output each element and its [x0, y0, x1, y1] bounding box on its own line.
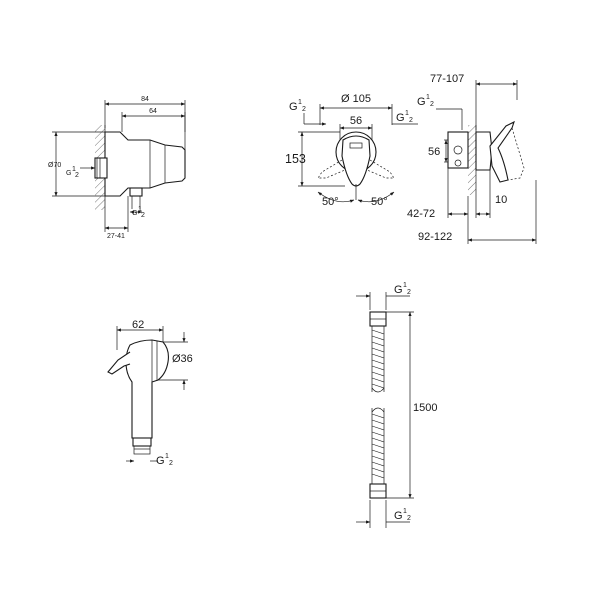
dim-label-56-inlets: 56 [350, 115, 362, 127]
wall-outlet-view: 84 64 Ø70 G 1 2 G 1 2 [48, 96, 186, 240]
svg-text:2: 2 [409, 117, 413, 124]
svg-text:G: G [132, 210, 137, 217]
side-wall-hatch [468, 125, 476, 195]
side-lever-alt-position [507, 127, 525, 181]
wall-outlet-body [104, 131, 186, 197]
dim-label-92-122: 92-122 [418, 231, 452, 243]
hose-thread-bottom: G 1 2 [394, 508, 411, 522]
angle-arc-left [317, 191, 355, 203]
svg-text:G: G [394, 510, 403, 522]
lever-swing-left [317, 159, 346, 179]
svg-text:1: 1 [403, 508, 407, 515]
svg-text:1: 1 [426, 94, 430, 101]
svg-text:G: G [289, 101, 298, 113]
dim-label-64: 64 [149, 108, 157, 115]
hand-shower-thread [133, 445, 151, 455]
svg-text:G: G [156, 455, 165, 467]
svg-text:2: 2 [430, 101, 434, 108]
mixer-side-view: 77-107 G 1 2 56 42-72 10 [407, 73, 537, 244]
svg-text:G: G [394, 284, 403, 296]
hand-shower-view: 62 Ø36 G 1 2 [107, 319, 193, 467]
svg-text:G: G [396, 112, 405, 124]
hand-shower-thread-label: G 1 2 [156, 453, 173, 467]
mixer-side-thread-top: G 1 2 [417, 94, 434, 108]
angle-arc-right [357, 191, 395, 203]
concealed-body-port-lower [454, 159, 462, 167]
dim-label-diameter-36: Ø36 [172, 353, 193, 365]
mixer-front-thread-right: G 1 2 [396, 110, 413, 124]
concealed-body [447, 131, 469, 169]
lever-swing-right [366, 159, 395, 179]
svg-text:1: 1 [138, 206, 142, 213]
svg-text:G: G [417, 96, 426, 108]
wall-outlet-thread-left: G 1 2 [66, 166, 79, 179]
svg-text:1: 1 [403, 282, 407, 289]
svg-text:2: 2 [407, 289, 411, 296]
dim-label-27-41: 27-41 [107, 233, 125, 240]
concealed-body-port-upper [453, 145, 463, 155]
dim-label-diameter-70: Ø70 [48, 162, 61, 169]
side-lever [489, 120, 515, 183]
svg-text:1: 1 [72, 166, 76, 173]
angle-label-left: 50° [322, 196, 339, 208]
dim-label-42-72: 42-72 [407, 208, 435, 220]
mixer-logo-plate [349, 142, 363, 149]
svg-text:2: 2 [75, 172, 79, 179]
svg-text:2: 2 [407, 515, 411, 522]
mixer-lever [341, 135, 371, 187]
svg-text:2: 2 [141, 212, 145, 219]
hand-shower-connector [132, 437, 152, 447]
dim-label-84: 84 [141, 96, 149, 103]
svg-text:1: 1 [405, 110, 409, 117]
hose-upper-section [371, 326, 385, 393]
dim-label-1500: 1500 [413, 402, 437, 414]
wall-outlet-bottom-connection [129, 187, 143, 197]
svg-text:1: 1 [165, 453, 169, 460]
hose-lower-section [371, 407, 385, 484]
hand-shower-trigger [107, 351, 131, 375]
hand-shower-body [125, 339, 169, 439]
mixer-front-thread-left: G 1 2 [289, 99, 306, 113]
svg-text:2: 2 [302, 106, 306, 113]
dim-label-153: 153 [285, 152, 306, 166]
dim-label-10: 10 [495, 194, 507, 206]
dim-label-77-107: 77-107 [430, 73, 464, 85]
side-escutcheon [475, 131, 493, 171]
svg-text:G: G [66, 170, 71, 177]
hose-view: G 1 2 G 1 2 [356, 282, 437, 528]
angle-label-right: 50° [371, 196, 388, 208]
wall-outlet-thread-bottom: G 1 2 [132, 206, 145, 219]
mixer-front-view: Ø 105 G 1 2 G 1 2 56 153 [285, 93, 418, 208]
svg-text:1: 1 [298, 99, 302, 106]
dim-label-56-vertical: 56 [428, 146, 440, 158]
svg-text:2: 2 [169, 460, 173, 467]
dim-label-diameter-105: Ø 105 [341, 93, 371, 105]
hose-thread-top: G 1 2 [394, 282, 411, 296]
dim-label-62: 62 [132, 319, 144, 331]
